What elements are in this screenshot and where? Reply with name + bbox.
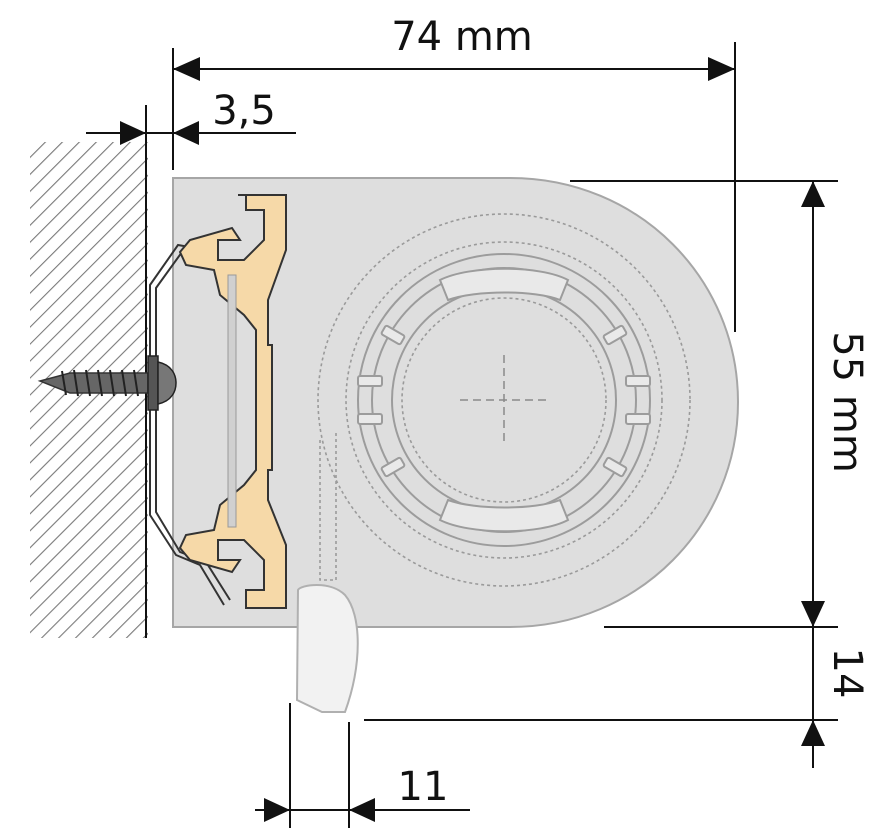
wall-hatched xyxy=(30,105,148,638)
dim-label-handle-width: 11 xyxy=(398,764,449,810)
screw xyxy=(37,355,177,411)
dim-label-bottom-offset: 14 xyxy=(824,648,870,699)
aluminium-profile xyxy=(178,194,287,609)
dim-label-width: 74 mm xyxy=(391,14,533,60)
fabric-roll-outline xyxy=(317,213,691,587)
axis-crosshair xyxy=(460,355,548,445)
cassette-housing xyxy=(172,177,740,628)
dimension-lines xyxy=(86,42,838,828)
dim-label-height: 55 mm xyxy=(824,331,870,473)
bottom-handle xyxy=(295,584,359,713)
roller-tube xyxy=(357,253,651,547)
dim-label-gap: 3,5 xyxy=(212,88,276,134)
